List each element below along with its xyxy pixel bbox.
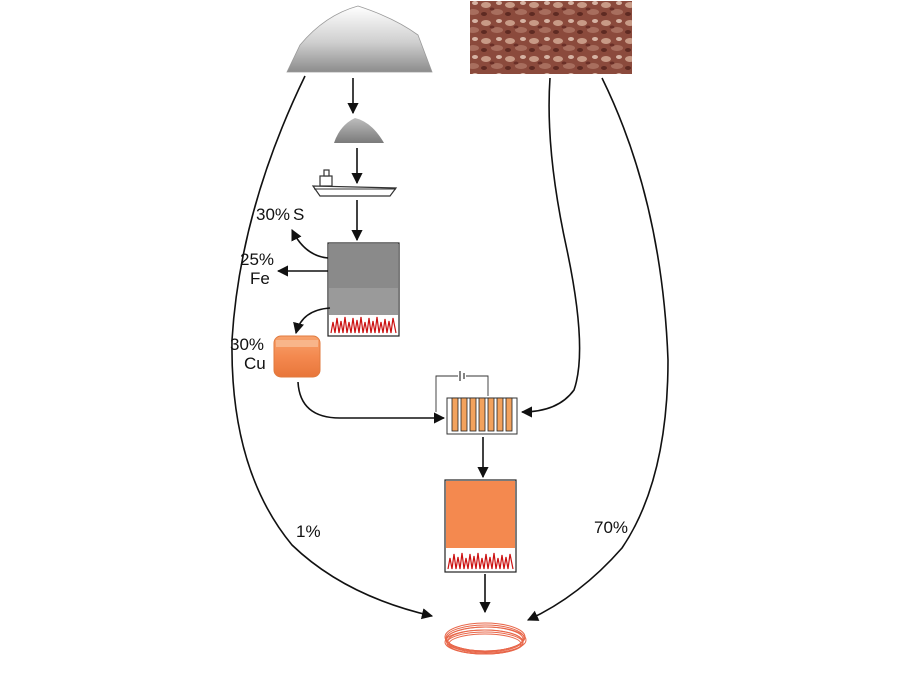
electrolysis-cell-icon bbox=[435, 371, 518, 435]
scrap-copper-icon bbox=[470, 1, 632, 74]
right-route-percent-label: 70% bbox=[594, 518, 628, 537]
copper-element-label: Cu bbox=[244, 354, 266, 373]
svg-text:30%S: 30%S bbox=[256, 205, 304, 224]
iron-percent-label: 25% bbox=[240, 250, 274, 269]
arrow-ore-direct-to-coil bbox=[231, 75, 434, 620]
sulfur-element-label: S bbox=[293, 205, 304, 224]
copper-percent-label: 30% bbox=[230, 335, 264, 354]
arrow-scrap-to-electrolysis bbox=[520, 77, 581, 418]
arrow-furnace-to-sulfur bbox=[291, 228, 329, 259]
arrow-furnace-to-copper bbox=[293, 307, 331, 335]
concentrate-pile-icon bbox=[334, 118, 384, 143]
sulfur-percent-label: 30% bbox=[256, 205, 290, 224]
copper-matte-icon bbox=[273, 335, 321, 378]
left-route-percent-label: 1% bbox=[296, 522, 321, 541]
furnace-icon bbox=[327, 242, 400, 337]
ship-icon bbox=[311, 169, 398, 197]
refining-furnace-icon bbox=[444, 479, 517, 573]
iron-element-label: Fe bbox=[250, 269, 270, 288]
arrow-scrap-direct-to-coil bbox=[526, 77, 669, 621]
ore-pile-icon bbox=[286, 5, 433, 73]
copper-coil-icon bbox=[444, 622, 527, 655]
arrow-matte-to-electrolysis bbox=[297, 381, 446, 424]
